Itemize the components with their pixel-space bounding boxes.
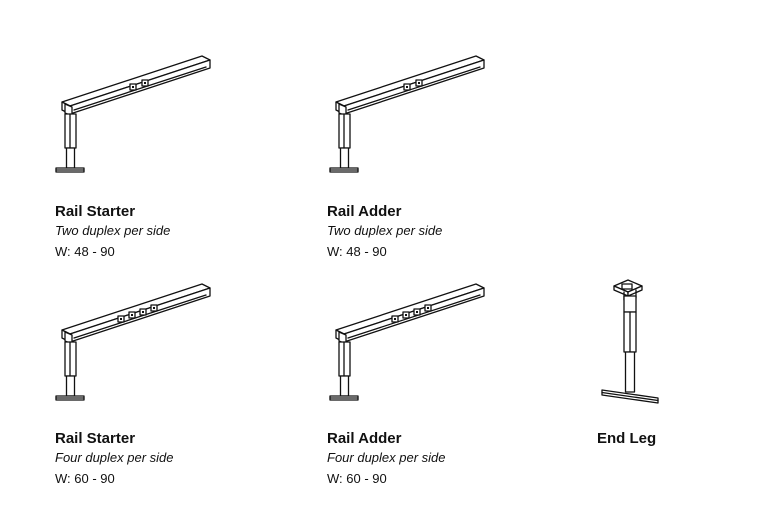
product-width: W: 60 - 90 <box>327 471 387 486</box>
product-width: W: 48 - 90 <box>327 244 387 259</box>
product-caption: End Leg <box>597 430 656 448</box>
rail-starter-icon <box>50 278 220 408</box>
rail-starter-icon <box>50 50 220 180</box>
rail-adder-icon <box>324 50 494 180</box>
product-description: Two duplex per side <box>55 223 171 238</box>
product-width: W: 48 - 90 <box>55 244 115 259</box>
product-name: Rail Adder <box>327 430 402 447</box>
product-name: Rail Starter <box>55 203 136 220</box>
product-width: W: 60 - 90 <box>55 471 115 486</box>
product-caption: Rail Starter Four duplex per side W: 60 … <box>55 430 174 488</box>
product-caption: Rail Starter Two duplex per side W: 48 -… <box>55 203 170 261</box>
product-description: Two duplex per side <box>327 223 443 238</box>
end-leg-icon <box>596 276 666 411</box>
product-caption: Rail Adder Four duplex per side W: 60 - … <box>327 430 446 488</box>
product-name: Rail Starter <box>55 430 136 447</box>
product-description: Four duplex per side <box>327 450 446 465</box>
product-description: Four duplex per side <box>55 450 174 465</box>
product-caption: Rail Adder Two duplex per side W: 48 - 9… <box>327 203 442 261</box>
rail-adder-icon <box>324 278 494 408</box>
product-name: End Leg <box>597 430 657 447</box>
product-name: Rail Adder <box>327 203 402 220</box>
